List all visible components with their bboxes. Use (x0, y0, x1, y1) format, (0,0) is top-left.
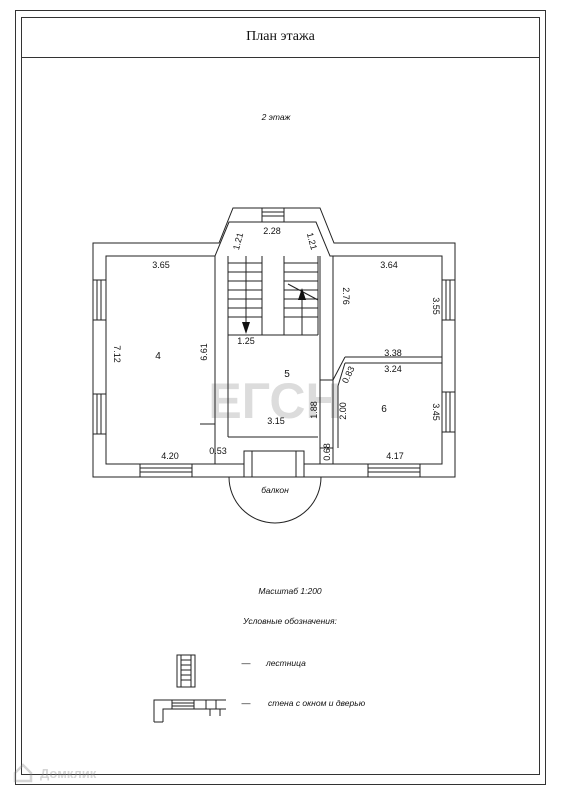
stair-arrows (242, 288, 306, 334)
dim-room6-top: 3.24 (384, 364, 402, 374)
legend-wall-icon (153, 699, 226, 723)
room-number-6: 6 (381, 404, 387, 415)
dim-room4-right: 6.61 (199, 343, 209, 361)
dim-stair-diag-left: 1.21 (231, 231, 245, 251)
dim-room6-bottom: 4.17 (386, 451, 404, 461)
legend-title: Условные обозначения: (242, 616, 337, 626)
floor-label: 2 этаж (261, 112, 292, 122)
dim-stair-top: 2.28 (263, 226, 281, 236)
legend-stair-icon (176, 654, 196, 688)
dim-room4-bottom: 4.20 (161, 451, 179, 461)
interior-walls (200, 256, 442, 464)
dim-hall-height: 1.88 (309, 401, 319, 419)
dim-room-tr-right: 3.55 (431, 297, 441, 315)
outer-frame (15, 10, 546, 785)
legend-dash-1: — (242, 658, 251, 668)
outer-walls (92, 207, 456, 478)
dim-stair-height: 2.76 (341, 287, 351, 305)
dim-room-tr-top: 3.64 (380, 260, 398, 270)
dim-room6-small: 0.68 (322, 443, 332, 461)
corner-watermark-text: Домклик (40, 765, 97, 781)
dim-room-tr-bottom: 3.38 (384, 348, 402, 358)
legend-dash-2: — (242, 698, 251, 708)
dim-stair-diag-right: 1.21 (305, 231, 319, 251)
legend-label-wall: стена с окном и дверью (268, 698, 366, 708)
balcony-label: балкон (261, 485, 289, 495)
dim-room4-left: 7.12 (112, 345, 122, 363)
dim-hall-bottom: 3.15 (267, 416, 285, 426)
balcony (228, 450, 322, 524)
dim-room6-right: 3.45 (431, 403, 441, 421)
windows (92, 207, 456, 478)
room-number-5: 5 (284, 369, 290, 380)
dim-diag: 0.83 (340, 365, 356, 385)
scale-label: Масштаб 1:200 (258, 586, 322, 596)
page-title: План этажа (246, 29, 315, 44)
dim-room6-left: 2.00 (338, 402, 348, 420)
corner-watermark: Домклик (12, 762, 96, 784)
legend-label-stair: лестница (265, 658, 306, 668)
staircase (227, 256, 319, 335)
dim-room4-small: 0.53 (209, 446, 227, 456)
inner-frame (21, 17, 540, 775)
house-logo-icon (13, 763, 33, 783)
room-number-4: 4 (155, 351, 161, 362)
watermark: ЕГСН (208, 373, 341, 429)
dim-room4-top: 3.65 (152, 260, 170, 270)
dim-stair-bottom: 1.25 (237, 336, 255, 346)
title-bar: План этажа (21, 17, 540, 58)
